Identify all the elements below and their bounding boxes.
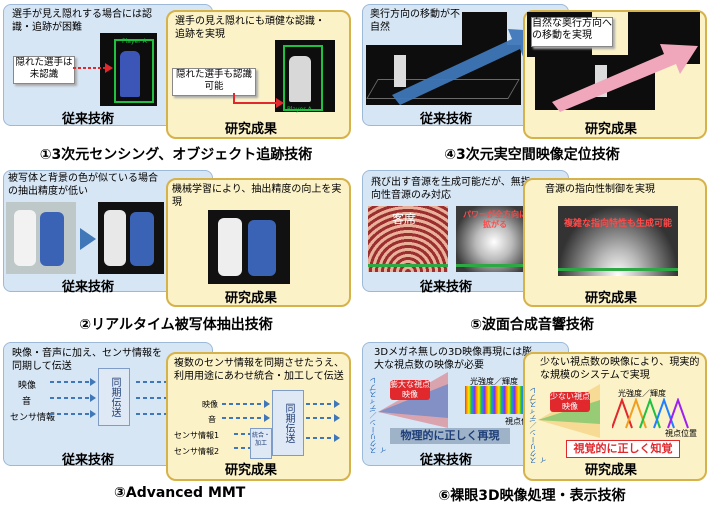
p1-title: ①3次元センシング、オブジェクト追跡技術 — [39, 147, 313, 163]
p1-new-arrow — [233, 93, 284, 108]
p1-new-photo: Player A — [275, 40, 335, 113]
p3-new-row-2: 音 — [208, 415, 216, 424]
p2-old-photo-1 — [6, 202, 76, 274]
p1-old-label: 従来技術 — [62, 112, 115, 127]
p2-new-photo — [208, 210, 290, 284]
p5-old-speakers-2 — [456, 264, 532, 267]
p4-old-label: 従来技術 — [420, 112, 473, 127]
p4-title: ④3次元実空間映像定位技術 — [444, 147, 620, 163]
p2-old-text: 被写体と背景の色が似ている場合の抽出精度が低い — [8, 173, 158, 197]
p6-new-badge: 少ない視点映像 — [550, 392, 590, 412]
p6-new-panel — [523, 352, 707, 481]
p1-new-athlete — [289, 56, 311, 102]
p1-new-player-box — [283, 45, 323, 111]
p5-old-wave-2: パワーが全方向に拡がる — [456, 206, 532, 272]
p3-new-panel — [166, 352, 351, 481]
p2-old-label: 従来技術 — [62, 280, 115, 295]
p2-new-label: 研究成果 — [225, 291, 278, 306]
p5-old-label: 従来技術 — [420, 280, 473, 295]
p3-old-sync-box: 同期伝送 — [98, 368, 130, 426]
p2-new-athlete-white — [218, 218, 242, 276]
p6-old-banner: 物理的に正しく再現 — [390, 428, 510, 444]
p1-new-label: 研究成果 — [225, 122, 278, 137]
p3-new-label: 研究成果 — [225, 463, 278, 478]
p1-new-callout: 隠れた選手も認識可能 — [172, 68, 256, 96]
p5-title: ⑤波面合成音響技術 — [470, 317, 594, 333]
p3-old-row-2: 音 — [22, 397, 32, 407]
p2-old-extract-blue — [130, 212, 154, 266]
p3-old-label: 従来技術 — [62, 453, 115, 468]
p6-old-axis-x: 視点位置 — [505, 417, 537, 426]
p2-old-small-arrow — [80, 228, 96, 250]
p4-new-text: 自然な奥行方向への移動を実現 — [531, 17, 613, 47]
p4-old-blue-arrow — [392, 29, 540, 105]
p4-old-athlete — [394, 55, 406, 87]
p1-old-player-box — [114, 39, 154, 103]
p3-old-row-1: 映像 — [18, 381, 37, 391]
p6-new-peaks — [612, 398, 689, 429]
p5-old-wave-1: 客席 — [368, 206, 448, 272]
p4-new-pink-arrow — [552, 44, 698, 112]
p2-old-photo-2 — [98, 202, 164, 274]
p3-new-row-4: センサ情報2 — [174, 447, 220, 456]
p4-old-photo-2 — [462, 12, 507, 50]
p2-new-athlete-blue — [248, 220, 276, 276]
p6-new-text: 少ない視点数の映像により、現実的な規模のシステムで実現 — [540, 357, 700, 381]
p6-old-badge: 膨大な視点映像 — [390, 380, 430, 400]
p6-old-text: 3Dメガネ無しの3D映像再現には膨大な視点数の映像が必要 — [374, 347, 533, 371]
p5-old-seat: 客席 — [392, 212, 417, 226]
p5-old-power: パワーが全方向に拡がる — [463, 210, 527, 229]
p3-new-row-3: センサ情報1 — [174, 431, 220, 440]
p3-old-text: 映像・音声に加え、センサ情報を同期して伝送 — [12, 348, 162, 372]
p6-new-axis-y: 光強度／輝度 — [618, 389, 666, 398]
p5-new-label: 研究成果 — [585, 291, 638, 306]
p6-new-axis-x: 視点位置 — [665, 429, 697, 438]
p5-old-speakers-1 — [368, 264, 448, 267]
p5-new-overlay: 複雑な指向特性も生成可能 — [563, 219, 672, 229]
p5-old-text: 飛び出す音源を生成可能だが、無指向性音源のみ対応 — [371, 177, 531, 201]
p1-old-athlete — [120, 51, 140, 97]
p6-new-banner: 視覚的に正しく知覚 — [566, 440, 680, 458]
p5-new-speakers — [558, 268, 678, 271]
p3-new-sync-box: 同期伝送 — [272, 390, 304, 456]
p3-new-row-1: 映像 — [202, 400, 218, 409]
p1-old-text: 選手が見え隠れする場合には認識・追跡が困難 — [12, 9, 152, 33]
p2-old-athlete-white — [14, 210, 36, 266]
p5-new-wave: 複雑な指向特性も生成可能 — [558, 206, 678, 276]
p4-old-text: 奥行方向の移動が不自然 — [370, 9, 460, 33]
p3-title: ③Advanced MMT — [114, 485, 246, 501]
p6-old-fan — [378, 372, 448, 428]
p3-new-arrows — [222, 400, 340, 449]
p3-new-text: 複数のセンサ情報を同期させたうえ、利用用途にあわせ統合・加工して伝送 — [174, 358, 344, 382]
p1-old-dashed-arrow — [73, 63, 113, 73]
p1-old-callout: 隠れた選手は未認識 — [13, 56, 75, 84]
p2-old-athlete-blue — [40, 212, 64, 266]
p6-new-label: 研究成果 — [585, 463, 638, 478]
p6-old-rainbow — [465, 386, 525, 414]
p2-title: ②リアルタイム被写体抽出技術 — [79, 317, 273, 333]
p6-old-label: 従来技術 — [420, 453, 473, 468]
p1-new-text: 選手の見え隠れにも頑健な認識・追跡を実現 — [175, 16, 325, 40]
p6-old-axis-y: 光強度／輝度 — [470, 377, 518, 386]
p5-new-text: 音源の指向性制御を実現 — [545, 184, 655, 195]
p1-old-player-tag: Player A — [122, 38, 147, 45]
p2-new-text: 機械学習により、抽出精度の向上を実現 — [172, 184, 342, 208]
p4-new-label: 研究成果 — [585, 122, 638, 137]
p1-old-photo: Player A — [100, 33, 157, 106]
p2-old-extract-white — [104, 210, 126, 266]
p3-old-row-3: センサ情報 — [10, 413, 56, 423]
p1-new-player-tag: Player A — [287, 106, 312, 113]
p3-new-merge-box: 統合・加工 — [250, 428, 272, 459]
p6-title: ⑥裸眼3D映像処理・表示技術 — [438, 488, 626, 504]
